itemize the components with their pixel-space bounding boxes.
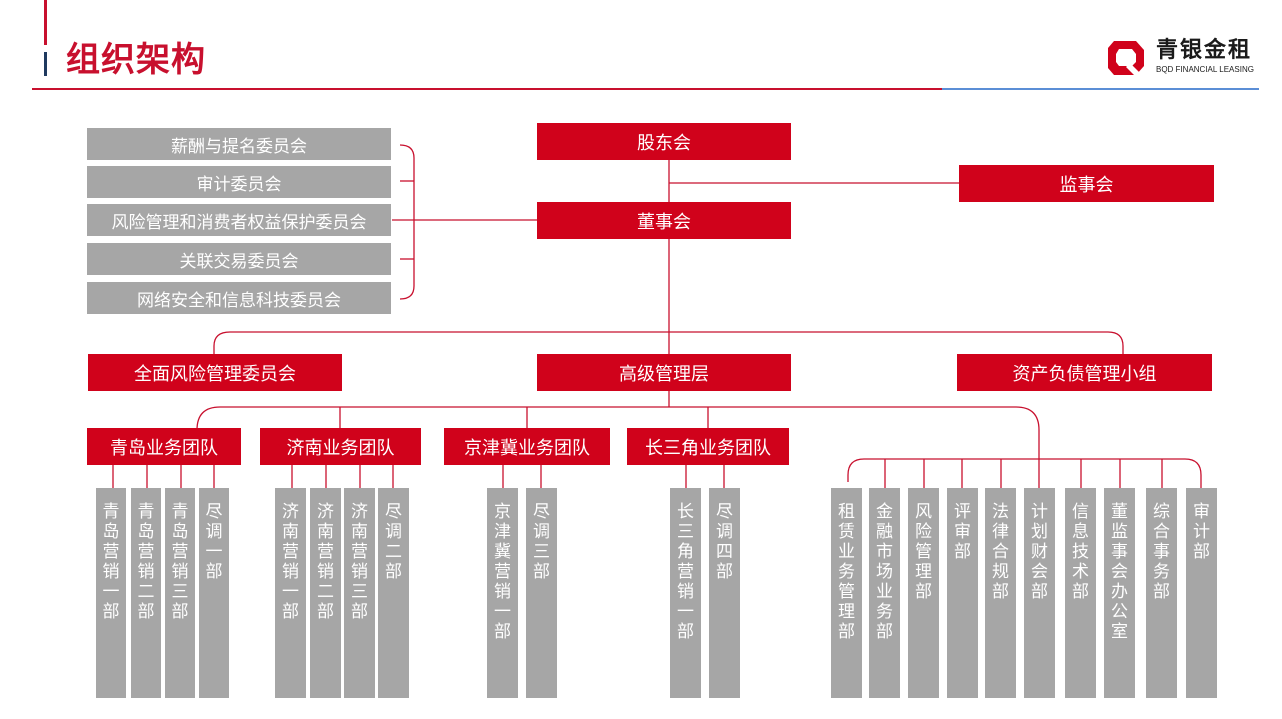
- sub-unit-box: 青岛营销三部: [165, 488, 195, 698]
- logo-mark-icon: [1108, 41, 1144, 75]
- header-rule-red: [32, 88, 942, 90]
- board-box: 董事会: [537, 202, 791, 239]
- sub-unit-box: 长三角营销一部: [670, 488, 701, 698]
- risk-committee-box: 全面风险管理委员会: [88, 354, 342, 391]
- header-rule-blue: [942, 88, 1259, 90]
- sub-unit-label: 长三角营销一部: [677, 502, 694, 642]
- department-box: 审计部: [1186, 488, 1217, 698]
- sub-unit-label: 京津冀营销一部: [494, 502, 511, 642]
- department-box: 法律合规部: [985, 488, 1016, 698]
- header-dark-bar: [44, 52, 47, 76]
- department-label: 董监事会办公室: [1111, 502, 1128, 642]
- sub-unit-label: 尽调一部: [205, 502, 223, 582]
- committee-box: 关联交易委员会: [87, 243, 391, 275]
- shareholders-box: 股东会: [537, 123, 791, 160]
- team-box: 长三角业务团队: [627, 428, 789, 465]
- supervisors-box: 监事会: [959, 165, 1214, 202]
- sub-unit-box: 济南营销二部: [310, 488, 341, 698]
- sub-unit-label: 济南营销三部: [351, 502, 368, 622]
- department-box: 综合事务部: [1146, 488, 1177, 698]
- department-label: 计划财会部: [1031, 502, 1048, 602]
- department-label: 租赁业务管理部: [838, 502, 855, 642]
- logo-name-cn: 青银金租: [1156, 38, 1253, 63]
- sub-unit-label: 济南营销一部: [282, 502, 299, 622]
- committee-box: 风险管理和消费者权益保护委员会: [87, 204, 391, 236]
- sub-unit-label: 济南营销二部: [317, 502, 334, 622]
- sub-unit-box: 尽调三部: [526, 488, 557, 698]
- sub-unit-label: 尽调二部: [385, 502, 402, 582]
- sub-unit-label: 青岛营销一部: [102, 502, 120, 622]
- company-logo: 青银金租 BQD FINANCIAL LEASING: [1106, 38, 1266, 78]
- senior-management-box: 高级管理层: [537, 354, 791, 391]
- committee-box: 薪酬与提名委员会: [87, 128, 391, 160]
- sub-unit-box: 青岛营销二部: [131, 488, 161, 698]
- sub-unit-box: 济南营销三部: [344, 488, 375, 698]
- department-label: 信息技术部: [1072, 502, 1089, 602]
- department-box: 评审部: [947, 488, 978, 698]
- sub-unit-label: 青岛营销二部: [137, 502, 155, 622]
- team-box: 京津冀业务团队: [444, 428, 610, 465]
- department-box: 风险管理部: [908, 488, 939, 698]
- department-box: 信息技术部: [1065, 488, 1096, 698]
- sub-unit-box: 京津冀营销一部: [487, 488, 518, 698]
- page-title: 组织架构: [66, 40, 206, 80]
- department-label: 金融市场业务部: [876, 502, 893, 642]
- department-label: 审计部: [1193, 502, 1210, 562]
- sub-unit-box: 济南营销一部: [275, 488, 306, 698]
- header-accent-bar: [44, 0, 47, 45]
- department-label: 评审部: [954, 502, 971, 562]
- alm-group-box: 资产负债管理小组: [957, 354, 1212, 391]
- department-label: 法律合规部: [992, 502, 1009, 602]
- sub-unit-box: 尽调一部: [199, 488, 229, 698]
- department-label: 风险管理部: [915, 502, 932, 602]
- logo-name-en: BQD FINANCIAL LEASING: [1156, 65, 1254, 74]
- department-box: 董监事会办公室: [1104, 488, 1135, 698]
- sub-unit-label: 尽调四部: [716, 502, 733, 582]
- sub-unit-label: 尽调三部: [533, 502, 550, 582]
- committee-box: 审计委员会: [87, 166, 391, 198]
- team-box: 济南业务团队: [260, 428, 421, 465]
- sub-unit-box: 尽调二部: [378, 488, 409, 698]
- team-box: 青岛业务团队: [87, 428, 241, 465]
- department-box: 租赁业务管理部: [831, 488, 862, 698]
- committee-box: 网络安全和信息科技委员会: [87, 282, 391, 314]
- sub-unit-label: 青岛营销三部: [171, 502, 189, 622]
- sub-unit-box: 青岛营销一部: [96, 488, 126, 698]
- department-box: 金融市场业务部: [869, 488, 900, 698]
- department-label: 综合事务部: [1153, 502, 1170, 602]
- sub-unit-box: 尽调四部: [709, 488, 740, 698]
- department-box: 计划财会部: [1024, 488, 1055, 698]
